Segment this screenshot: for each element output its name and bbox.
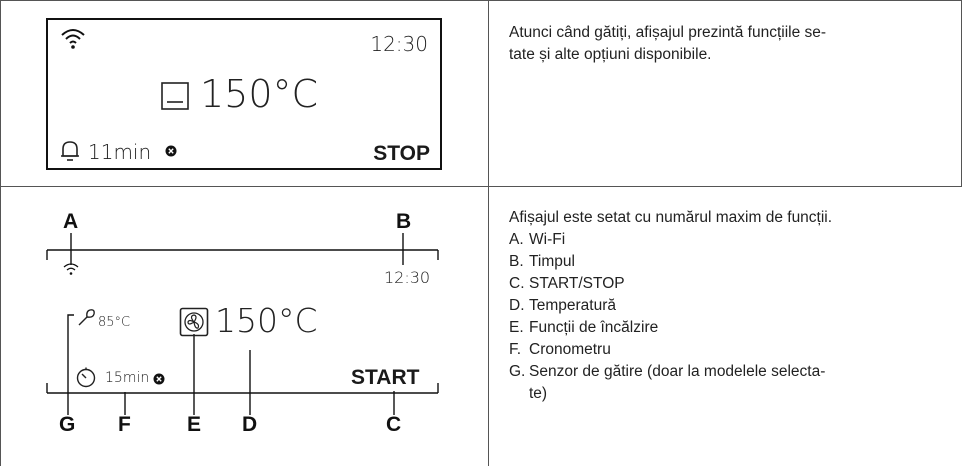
list-item: E.Funcții de încălzire [509, 319, 659, 336]
list-item: D.Temperatură [509, 297, 617, 314]
callout-f: F [118, 413, 131, 436]
wifi-icon [63, 262, 79, 281]
description-intro: Afișajul este setat cu numărul maxim de … [509, 209, 833, 226]
display-temperature: 150°C [215, 301, 318, 340]
row2-description: Afișajul este setat cu numărul maxim de … [509, 207, 949, 405]
bell-icon [58, 138, 82, 169]
table-border-left [0, 0, 1, 466]
oven-display-cooking: 12:30 150°C 11min STOP [46, 18, 442, 170]
function-list: A.Wi-Fi B.Timpul C.START/STOP D.Temperat… [509, 229, 949, 405]
list-item: G.Senzor de gătire (doar la modelele sel… [509, 363, 826, 402]
callout-lines [46, 233, 439, 415]
fan-icon [179, 307, 209, 342]
display-time: 12:30 [370, 32, 428, 56]
meat-probe-icon [77, 307, 97, 332]
table-border-top [0, 0, 962, 1]
cancel-icon [153, 372, 165, 390]
display-action-button: START [351, 366, 420, 389]
display-diagram: A B C D E F G 12:30 85°C 150°C [0, 187, 488, 466]
callout-e: E [187, 413, 202, 436]
display-action-button: STOP [373, 142, 430, 165]
oven-icon [160, 81, 190, 116]
list-item: B.Timpul [509, 253, 575, 270]
display-time: 12:30 [384, 268, 431, 287]
display-temperature: 150°C [200, 72, 319, 116]
row1-description: Atunci când gătiți, afișajul prezintă fu… [509, 24, 827, 63]
wifi-icon [60, 26, 86, 55]
list-item: C.START/STOP [509, 275, 625, 292]
display-timer: 15min [105, 370, 150, 386]
timer-icon [75, 366, 97, 393]
callout-g: G [59, 413, 76, 436]
display-timer: 11min [88, 140, 152, 164]
callout-c: C [386, 413, 402, 436]
callout-d: D [242, 413, 258, 436]
list-item: F.Cronometru [509, 341, 611, 358]
list-item: A.Wi-Fi [509, 231, 566, 248]
table-column-divider [488, 0, 489, 466]
display-probe-temperature: 85°C [98, 315, 131, 330]
callout-b: B [396, 210, 412, 233]
callout-a: A [63, 210, 79, 233]
cancel-icon [165, 144, 177, 162]
table-row-divider [0, 186, 962, 187]
